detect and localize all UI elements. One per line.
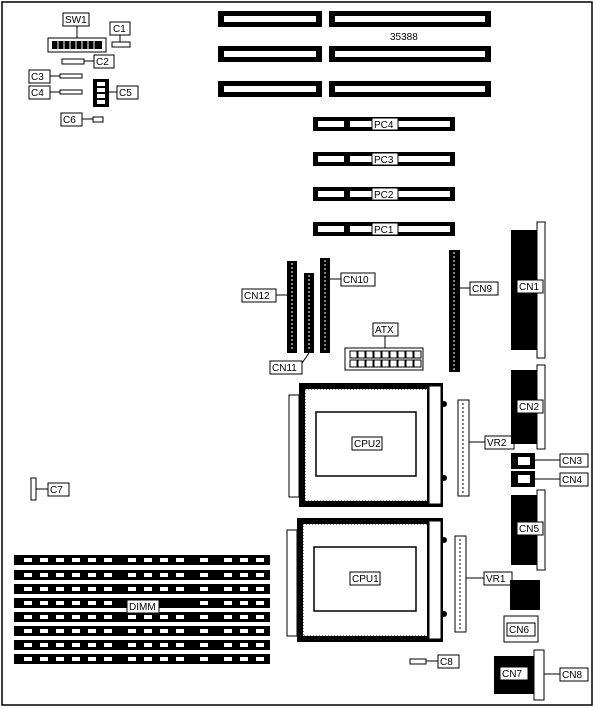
svg-text:SW1: SW1 [65,15,87,26]
svg-text:C2: C2 [96,57,109,68]
c5-component: C5 [93,79,139,107]
svg-text:CN10: CN10 [343,275,369,286]
cn4-connector: CN4 [511,471,589,487]
c6-capacitor: C6 [60,112,104,127]
svg-text:C4: C4 [31,88,44,99]
atx-power-connector: ATX [344,322,424,371]
svg-text:CPU1: CPU1 [352,574,379,585]
cpu2-socket: CPU2 [288,383,447,507]
svg-text:C5: C5 [119,88,132,99]
c8-capacitor: C8 [409,654,460,669]
c4-capacitor: C4 [28,85,83,100]
svg-text:CN8: CN8 [562,670,582,681]
svg-text:VR1: VR1 [486,574,506,585]
svg-text:C6: C6 [63,115,76,126]
board-id-number: 35388 [390,32,418,43]
cn1-connector: CN1 [511,221,546,359]
svg-text:CN11: CN11 [272,363,297,374]
c7-capacitor: C7 [30,477,70,501]
cn12-connector: CN12 [241,261,297,353]
pc4-label: PC4 [371,117,399,131]
cn6-connector: CN6 [503,580,540,643]
pc1-label: PC1 [371,222,399,236]
svg-text:CN3: CN3 [562,456,582,467]
svg-text:ATX: ATX [375,325,394,336]
cn2-connector: CN2 [511,364,546,450]
svg-text:PC3: PC3 [374,155,394,166]
pci-slots [313,117,455,236]
cn8-connector: CN8 [544,667,589,682]
svg-text:CN7: CN7 [502,669,522,680]
svg-text:CN2: CN2 [519,402,539,413]
svg-text:VR2: VR2 [487,438,507,449]
c3-capacitor: C3 [28,69,83,84]
svg-text:PC1: PC1 [374,225,394,236]
dimm-label: DIMM [126,599,160,614]
cn10-connector: CN10 [320,258,376,353]
cpu1-socket: CPU1 [286,518,447,642]
svg-text:DIMM: DIMM [129,602,156,613]
svg-text:CN9: CN9 [472,284,492,295]
svg-text:C8: C8 [440,657,453,668]
svg-text:CN6: CN6 [509,625,529,636]
svg-text:PC2: PC2 [374,190,394,201]
vr1-module: VR1 [454,535,513,633]
pc3-label: PC3 [371,152,399,166]
isa-slots [218,11,491,97]
svg-text:C7: C7 [50,485,63,496]
c2-capacitor: C2 [61,54,115,69]
sw1-switch: SW1 [47,12,107,53]
cn9-connector: CN9 [449,250,499,372]
svg-text:CN4: CN4 [562,475,582,486]
svg-text:CPU2: CPU2 [354,439,381,450]
cn3-connector: CN3 [511,453,589,469]
svg-text:CN12: CN12 [244,291,270,302]
cn11-connector: CN11 [269,273,314,375]
vr2-module: VR2 [457,399,515,497]
svg-text:PC4: PC4 [374,120,394,131]
svg-text:CN5: CN5 [519,524,539,535]
cn5-connector: CN5 [511,489,546,571]
svg-text:C1: C1 [113,24,126,35]
svg-text:C3: C3 [31,72,44,83]
svg-text:CN1: CN1 [519,282,539,293]
c1-capacitor: C1 [109,21,131,48]
cn7-connector: CN7 [494,649,545,701]
pc2-label: PC2 [371,187,399,201]
